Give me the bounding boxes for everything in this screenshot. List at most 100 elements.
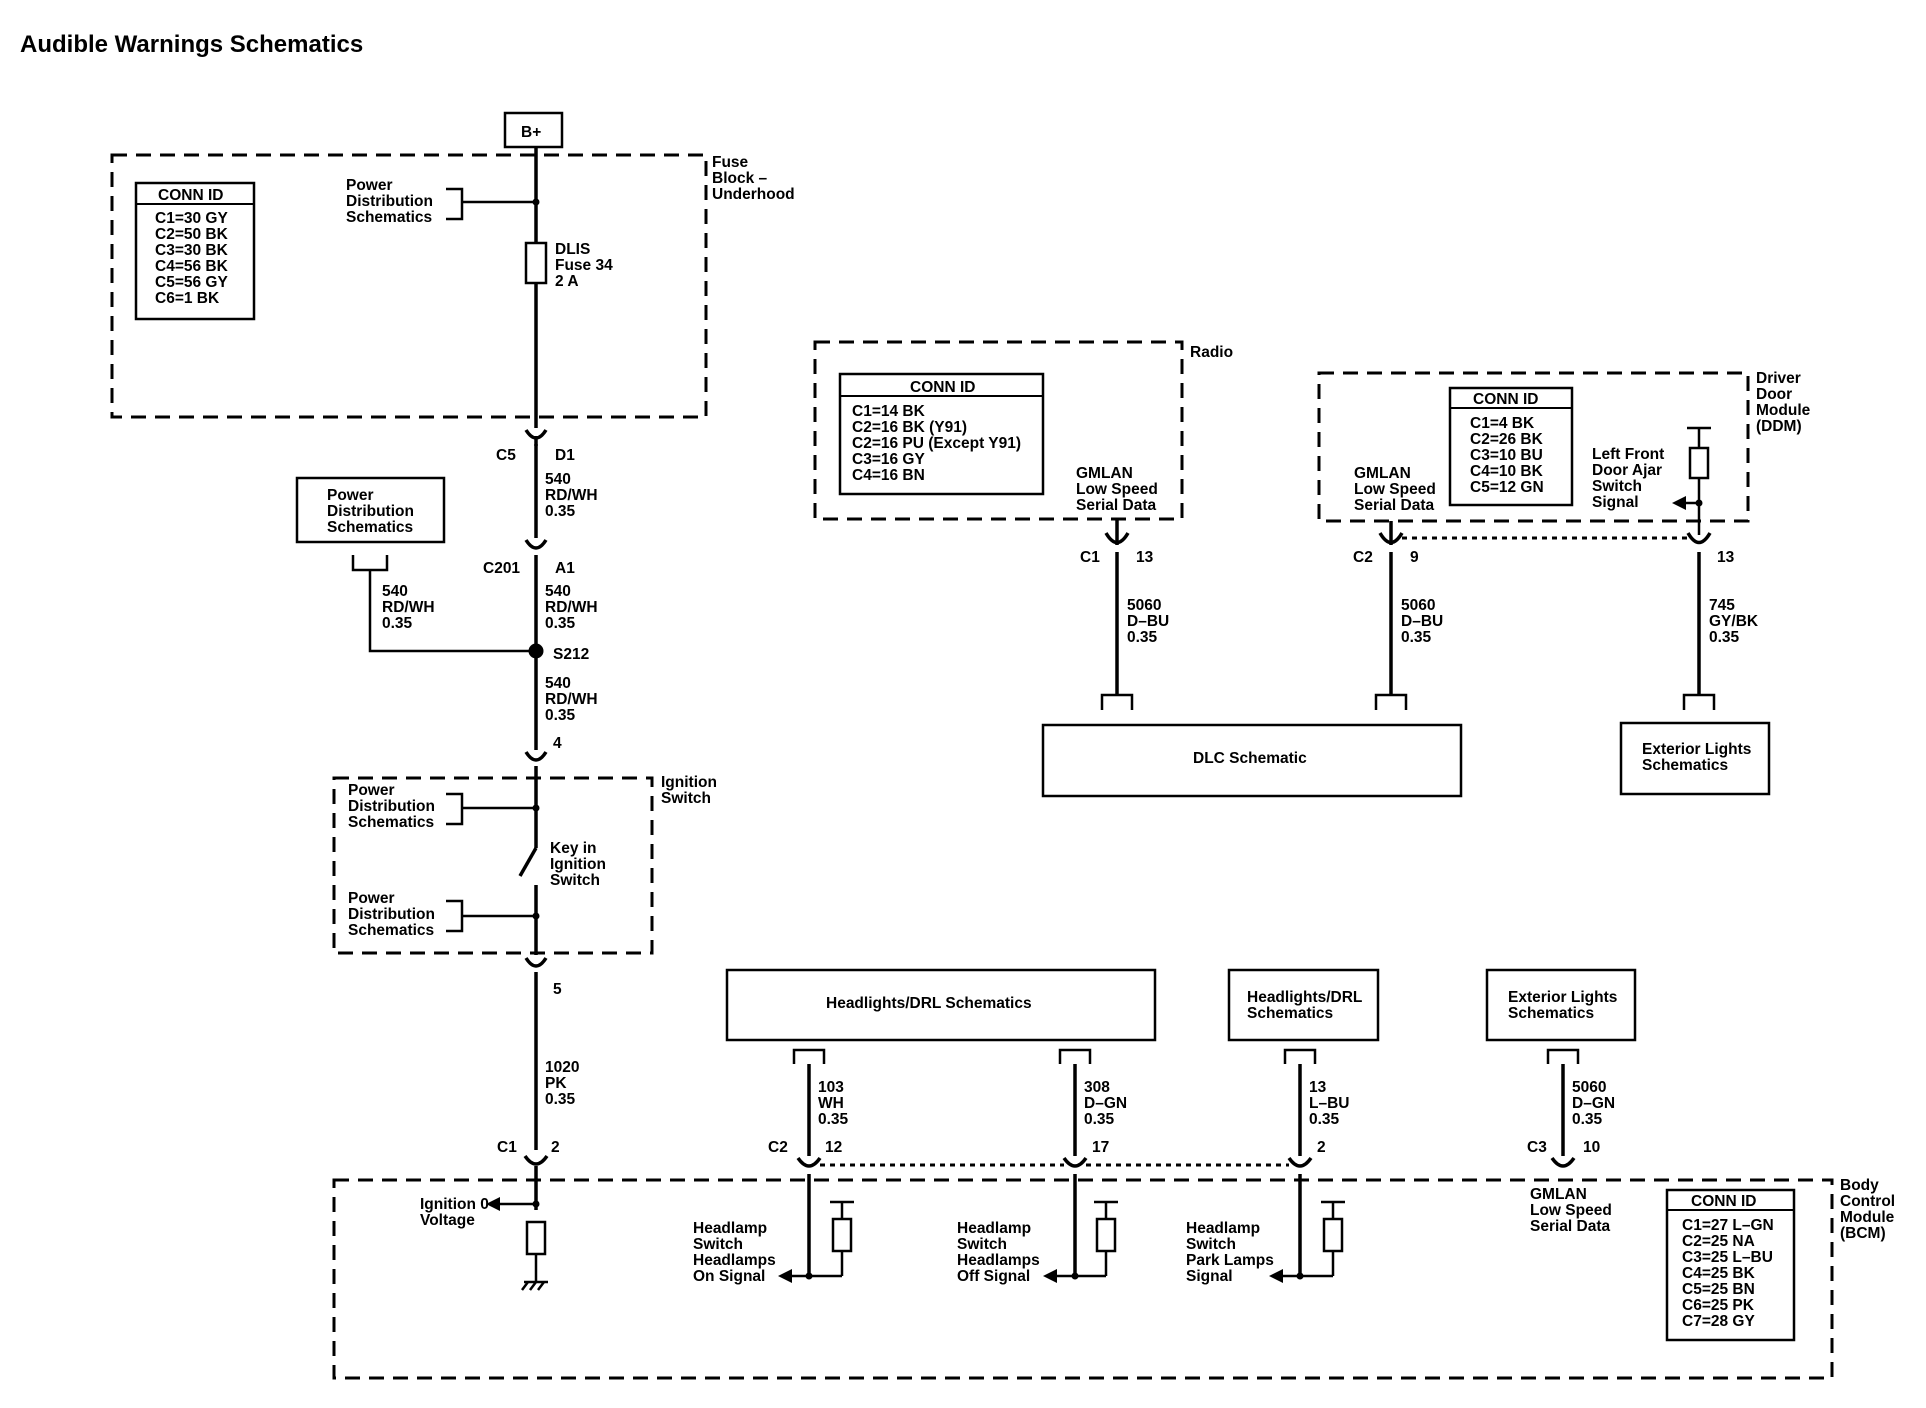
svg-text:RD/WH: RD/WH <box>545 487 598 504</box>
svg-text:Headlamps: Headlamps <box>957 1252 1040 1269</box>
bcm-gmlan-label: GMLAN Low Speed Serial Data <box>1530 1186 1612 1235</box>
svg-text:Signal: Signal <box>1592 494 1639 511</box>
svg-text:D–GN: D–GN <box>1084 1095 1127 1112</box>
svg-text:Body: Body <box>1840 1177 1879 1194</box>
wire-label-540-side: 540 RD/WH 0.35 <box>382 583 435 632</box>
svg-text:0.35: 0.35 <box>545 503 576 520</box>
svg-text:Key in: Key in <box>550 840 597 857</box>
radio-gmlan-label: GMLAN Low Speed Serial Data <box>1076 465 1158 514</box>
power-distribution-box: Power Distribution Schematics <box>295 476 536 653</box>
svg-text:Distribution: Distribution <box>346 193 433 210</box>
svg-text:Schematics: Schematics <box>327 519 413 536</box>
wire-745: 745 GY/BK 0.35 <box>1682 552 1759 710</box>
wire-ddm-5060: 5060 D–BU 0.35 <box>1374 552 1443 710</box>
svg-text:GY/BK: GY/BK <box>1709 613 1759 630</box>
svg-text:C5: C5 <box>496 447 516 464</box>
svg-text:10: 10 <box>1583 1139 1600 1156</box>
radio-module: Radio CONN ID C1=14 BK C2=16 BK (Y91) C2… <box>813 340 1233 521</box>
exterior-lights-schematics-top: Exterior Lights Schematics <box>1619 721 1771 796</box>
main-feed-wire <box>532 147 540 1210</box>
ignition-pin-4: 4 <box>524 735 562 762</box>
bcm-conn-id-table: CONN ID C1=27 L–GN C2=25 NA C3=25 L–BU C… <box>1665 1188 1796 1342</box>
svg-text:Headlamp: Headlamp <box>957 1220 1031 1237</box>
svg-text:C2=26 BK: C2=26 BK <box>1470 431 1544 448</box>
svg-text:0.35: 0.35 <box>1084 1111 1115 1128</box>
svg-text:0.35: 0.35 <box>1709 629 1740 646</box>
svg-text:Ignition: Ignition <box>661 774 717 791</box>
svg-text:Schematics: Schematics <box>346 209 432 226</box>
svg-text:C5=56 GY: C5=56 GY <box>155 274 228 291</box>
svg-text:C7=28 GY: C7=28 GY <box>1682 1313 1755 1330</box>
wire-5060-bcm: 5060 D–GN 0.35 <box>1561 1064 1615 1156</box>
svg-text:Door: Door <box>1756 386 1792 403</box>
bcm-connector-c2-12: C2 12 <box>768 1139 842 1168</box>
svg-text:C2=25 NA: C2=25 NA <box>1682 1233 1755 1250</box>
svg-text:Switch: Switch <box>957 1236 1007 1253</box>
svg-text:C1: C1 <box>1080 549 1100 566</box>
body-control-module: Body Control Module (BCM) CONN ID C1=27 … <box>332 1174 1895 1380</box>
svg-text:Exterior Lights: Exterior Lights <box>1642 741 1751 758</box>
svg-text:S212: S212 <box>553 646 589 663</box>
svg-text:C4=16 BN: C4=16 BN <box>852 467 925 484</box>
svg-text:C5=25 BN: C5=25 BN <box>1682 1281 1755 1298</box>
svg-text:308: 308 <box>1084 1079 1110 1096</box>
svg-text:0.35: 0.35 <box>1572 1111 1603 1128</box>
svg-text:DLIS: DLIS <box>555 241 590 258</box>
svg-text:0.35: 0.35 <box>382 615 413 632</box>
svg-text:CONN ID: CONN ID <box>910 379 975 396</box>
svg-text:540: 540 <box>545 583 571 600</box>
svg-text:0.35: 0.35 <box>818 1111 849 1128</box>
svg-text:CONN ID: CONN ID <box>158 187 223 204</box>
svg-text:2: 2 <box>551 1139 560 1156</box>
svg-text:5: 5 <box>553 981 562 998</box>
svg-text:C2=16 PU (Except Y91): C2=16 PU (Except Y91) <box>852 435 1021 452</box>
connector-c201-a1: C201 A1 <box>483 539 575 577</box>
bcm-park-lamps-input: Headlamp Switch Park Lamps Signal <box>1186 1174 1345 1285</box>
dlis-fuse-34: DLIS Fuse 34 2 A <box>524 241 613 290</box>
svg-text:DLC Schematic: DLC Schematic <box>1193 750 1307 767</box>
svg-text:C1: C1 <box>497 1139 517 1156</box>
wire-radio-5060: 5060 D–BU 0.35 <box>1100 552 1169 710</box>
svg-text:D–BU: D–BU <box>1127 613 1169 630</box>
svg-text:C1=4 BK: C1=4 BK <box>1470 415 1535 432</box>
svg-text:C4=10 BK: C4=10 BK <box>1470 463 1544 480</box>
svg-text:D–BU: D–BU <box>1401 613 1443 630</box>
power-distribution-ref-ign-bottom: Power Distribution Schematics <box>348 890 540 939</box>
power-distribution-ref-ign-top: Power Distribution Schematics <box>348 782 540 831</box>
svg-text:540: 540 <box>545 471 571 488</box>
svg-text:13: 13 <box>1136 549 1154 566</box>
svg-text:Module: Module <box>1756 402 1811 419</box>
power-distribution-ref-fuse-block: Power Distribution Schematics <box>346 177 536 226</box>
svg-text:(DDM): (DDM) <box>1756 418 1802 435</box>
svg-text:Switch: Switch <box>1186 1236 1236 1253</box>
wire-308: 308 D–GN 0.35 <box>1073 1064 1127 1156</box>
wire-label-1020: 1020 PK 0.35 <box>545 1059 579 1108</box>
svg-text:Serial Data: Serial Data <box>1530 1218 1611 1235</box>
svg-text:GMLAN: GMLAN <box>1076 465 1133 482</box>
svg-text:C6=1 BK: C6=1 BK <box>155 290 220 307</box>
svg-text:Switch: Switch <box>550 872 600 889</box>
bcm-connector-c3-10: C3 10 <box>1527 1139 1600 1168</box>
svg-text:Low Speed: Low Speed <box>1076 481 1158 498</box>
svg-text:Exterior Lights: Exterior Lights <box>1508 989 1617 1006</box>
bcm-headlamps-off-input: Headlamp Switch Headlamps Off Signal <box>957 1174 1118 1285</box>
svg-text:Serial Data: Serial Data <box>1076 497 1157 514</box>
connector-c5-d1: C5 D1 <box>496 429 575 464</box>
svg-text:L–BU: L–BU <box>1309 1095 1349 1112</box>
svg-text:CONN ID: CONN ID <box>1691 1193 1756 1210</box>
svg-text:13: 13 <box>1717 549 1735 566</box>
svg-text:RD/WH: RD/WH <box>545 599 598 616</box>
svg-text:Fuse 34: Fuse 34 <box>555 257 613 274</box>
wire-label-540-b: 540 RD/WH 0.35 <box>545 583 598 632</box>
svg-text:C1=30 GY: C1=30 GY <box>155 210 228 227</box>
svg-text:0.35: 0.35 <box>1401 629 1432 646</box>
svg-text:Control: Control <box>1840 1193 1895 1210</box>
splice-s212: S212 <box>528 643 589 663</box>
wire-label-540-a: 540 RD/WH 0.35 <box>545 471 598 520</box>
svg-text:C2=16 BK (Y91): C2=16 BK (Y91) <box>852 419 967 436</box>
wire-label-540-c: 540 RD/WH 0.35 <box>545 675 598 724</box>
svg-text:745: 745 <box>1709 597 1735 614</box>
svg-text:RD/WH: RD/WH <box>382 599 435 616</box>
bcm-headlamps-on-input: Headlamp Switch Headlamps On Signal <box>693 1174 854 1285</box>
